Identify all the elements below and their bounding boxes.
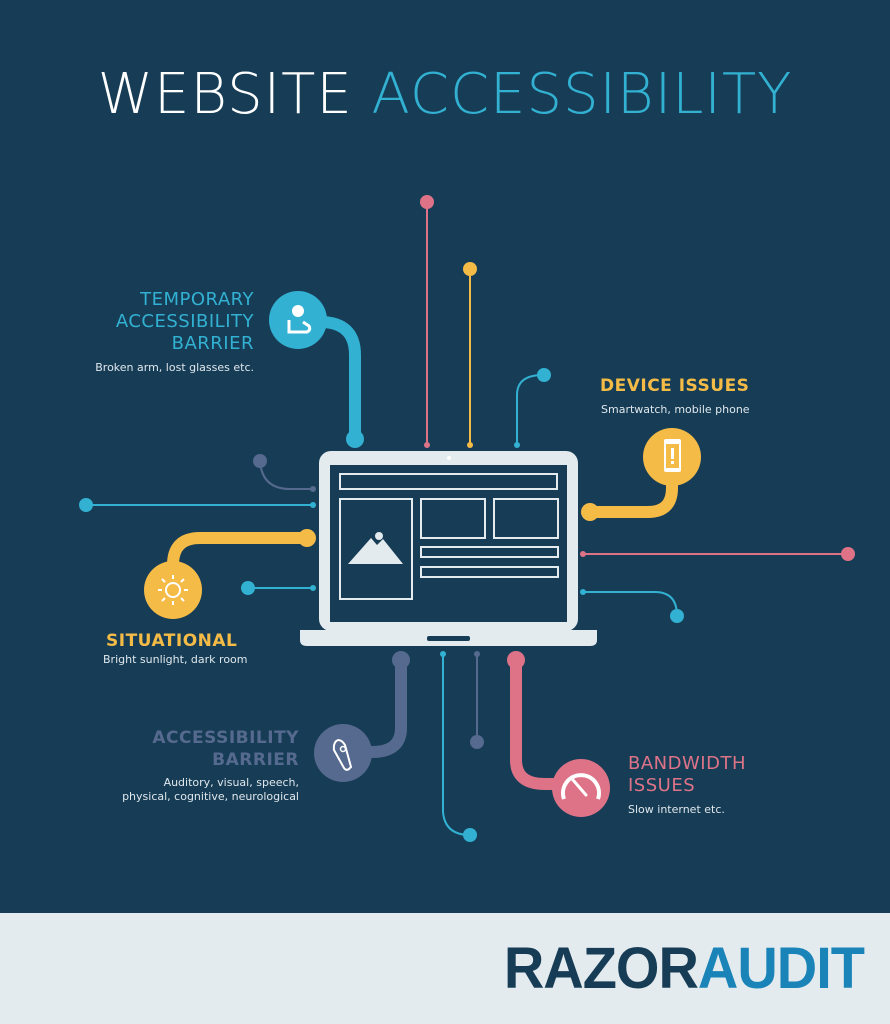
description-line: physical, cognitive, neurological: [122, 790, 299, 803]
title-line: ACCESSIBILITY: [115, 311, 254, 332]
arm-sling-icon: [269, 291, 327, 349]
logo-razor: RAZOR: [503, 934, 699, 1001]
category-description: Slow internet etc.: [628, 803, 725, 816]
page-title: WEBSITE ACCESSIBILITY: [0, 62, 890, 127]
title-word-website: WEBSITE: [97, 62, 353, 127]
infographic: WEBSITE ACCESSIBILITY: [0, 0, 890, 913]
category-title: SITUATIONAL: [106, 631, 238, 651]
title-line: BARRIER: [171, 333, 254, 354]
category-title: BANDWIDTH ISSUES: [628, 753, 746, 797]
title-line: ISSUES: [628, 775, 696, 796]
sun-icon: [144, 561, 202, 619]
diagram-art: [79, 195, 855, 842]
hearing-aid-icon: [314, 724, 372, 782]
laptop-webpage-icon: [300, 451, 597, 646]
category-description: Auditory, visual, speech, physical, cogn…: [100, 776, 299, 804]
mobile-phone-icon: [643, 428, 701, 486]
thick-connector-ends: [298, 430, 599, 669]
category-temporary: TEMPORARY ACCESSIBILITY BARRIER: [60, 289, 254, 355]
thin-connector-dots: [79, 195, 855, 842]
footer: RAZORAUDIT: [0, 913, 890, 1024]
category-description: Smartwatch, mobile phone: [601, 403, 750, 416]
logo: RAZORAUDIT: [503, 934, 865, 1001]
title-line: ACCESSIBILITY: [152, 728, 299, 748]
category-description: Bright sunlight, dark room: [103, 653, 248, 666]
speedometer-icon: [552, 759, 610, 817]
title-line: BANDWIDTH: [628, 753, 746, 774]
logo-audit: AUDIT: [697, 934, 865, 1001]
category-title: TEMPORARY ACCESSIBILITY BARRIER: [60, 289, 254, 355]
title-line: BARRIER: [212, 750, 299, 770]
title-line: TEMPORARY: [140, 289, 254, 310]
category-description: Broken arm, lost glasses etc.: [95, 361, 254, 374]
category-title: DEVICE ISSUES: [600, 376, 750, 396]
title-word-accessibility: ACCESSIBILITY: [371, 62, 793, 127]
description-line: Auditory, visual, speech,: [163, 776, 299, 789]
category-title: ACCESSIBILITY BARRIER: [100, 727, 299, 771]
